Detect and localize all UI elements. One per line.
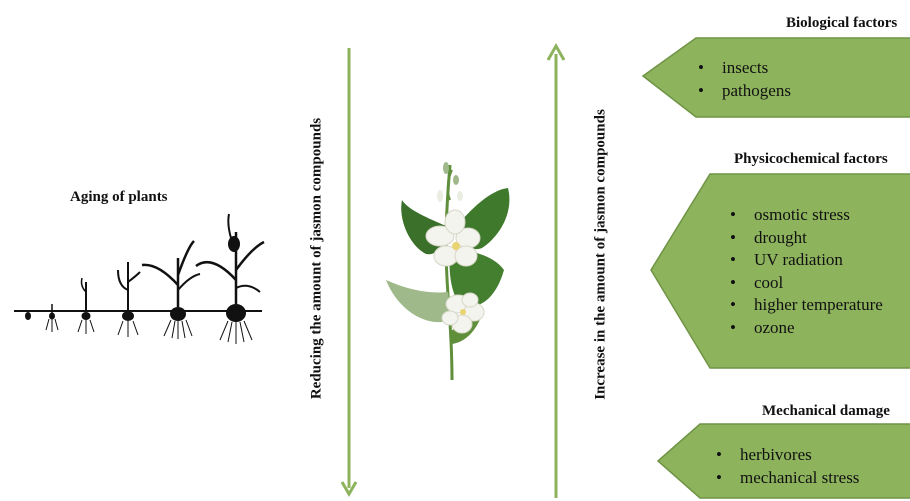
jasmine-flower-icon bbox=[386, 162, 509, 380]
aging-title: Aging of plants bbox=[70, 189, 168, 206]
list-item: insects bbox=[694, 57, 791, 80]
list-item: UV radiation bbox=[726, 249, 883, 272]
increase-arrow bbox=[548, 46, 564, 498]
list-item: pathogens bbox=[694, 80, 791, 103]
list-item: cool bbox=[726, 272, 883, 295]
physicochemical-factors-title: Physicochemical factors bbox=[734, 151, 888, 168]
list-item: higher temperature bbox=[726, 294, 883, 317]
list-item: drought bbox=[726, 227, 883, 250]
biological-factors-list: insects pathogens bbox=[694, 57, 791, 102]
list-item: mechanical stress bbox=[712, 467, 859, 490]
biological-factors-title: Biological factors bbox=[786, 15, 897, 32]
list-item: osmotic stress bbox=[726, 204, 883, 227]
plant-growth-stages-icon bbox=[14, 214, 264, 344]
decrease-label: Reducing the amount of jasmon compounds bbox=[309, 114, 326, 404]
list-item: ozone bbox=[726, 317, 883, 340]
mechanical-damage-title: Mechanical damage bbox=[762, 403, 890, 420]
decrease-arrow bbox=[342, 48, 356, 494]
increase-label: Increase in the amount of jasmon compoun… bbox=[593, 85, 610, 425]
list-item: herbivores bbox=[712, 444, 859, 467]
mechanical-damage-list: herbivores mechanical stress bbox=[712, 444, 859, 489]
physicochemical-factors-list: osmotic stress drought UV radiation cool… bbox=[726, 204, 883, 339]
